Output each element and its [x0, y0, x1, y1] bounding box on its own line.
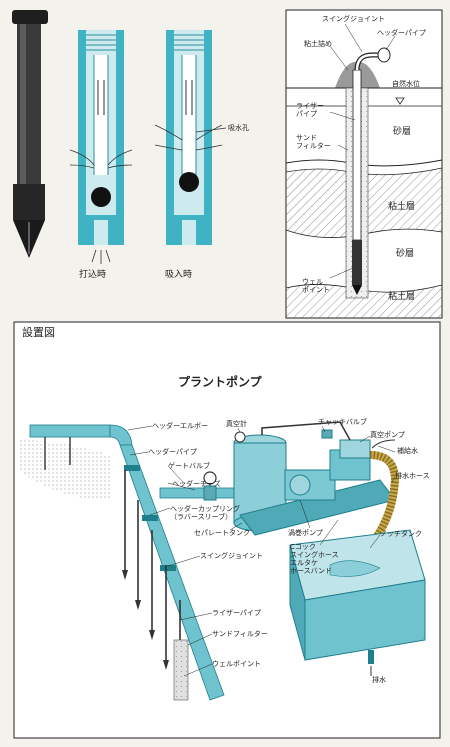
swing-joint-label: スイングジョイント: [322, 15, 385, 23]
install-heading: 設置図: [22, 326, 55, 339]
header-coupling-label: ヘッダーカップリング （ラバースリーブ）: [170, 505, 240, 521]
plant-pump-title: プラントポンプ: [178, 375, 262, 389]
volute-pump-label: 渦巻ポンプ: [288, 529, 323, 537]
sand-filter-install-label: サンドフィルター: [212, 630, 268, 638]
sand-filter-label: サンド フィルター: [296, 134, 331, 150]
separate-tank-label: セパレートタンク: [194, 529, 250, 537]
discharge-hose-label: 排水ホース: [395, 472, 430, 480]
suction-mode-section: [154, 30, 227, 245]
header-pipe-label: ヘッダーパイプ: [377, 29, 426, 37]
notch-tank: [289, 529, 426, 676]
drive-mode-section: [69, 30, 133, 264]
installation-frame: [13, 321, 441, 739]
vacuum-gauge-label: 真空計: [226, 420, 247, 428]
well-point-label: ウェル ポイント: [302, 278, 330, 294]
clay-layer-1-label: 粘土層: [388, 202, 416, 212]
well-point-install-label: ウェルポイント: [212, 660, 261, 668]
plant-pump-assembly: [233, 421, 400, 564]
sand-layer-2-label: 砂層: [396, 249, 415, 259]
water-supply-label: 補給水: [397, 447, 418, 455]
well-point-photo: [12, 10, 48, 258]
header-elbow-label: ヘッダーエルボー: [152, 422, 208, 430]
clay-layer-2-label: 粘土層: [388, 292, 416, 302]
gate-valve-label: ゲートバルブ: [168, 462, 210, 470]
water-level-label: 自然水位: [392, 80, 420, 88]
header-tee-label: ヘッダーチーズ: [172, 480, 221, 488]
drain-hole-label: 吸水孔: [228, 124, 249, 132]
header-pipe-install-label: ヘッダーパイプ: [148, 448, 197, 456]
install-header-pipe: [18, 424, 241, 701]
vacuum-pump-label: 真空ポンプ: [370, 431, 405, 439]
swing-joint-install-label: スイングジョイント: [200, 552, 263, 560]
notch-tank-label: ノッチタンク: [380, 530, 422, 538]
install-leader-lines: [127, 425, 396, 677]
clay-seal-label: 粘土詰め: [304, 40, 332, 48]
check-valve-label: チャッキバルブ: [318, 418, 367, 426]
drive-caption: 打込時: [79, 270, 107, 280]
drainage-label: 排水: [372, 676, 386, 684]
riser-pipe-label: ライザー パイプ: [296, 102, 324, 118]
sand-layer-1-label: 砂層: [393, 127, 412, 137]
suction-caption: 吸入時: [165, 270, 193, 280]
soil-section-frame: [285, 9, 443, 319]
riser-pipe-install-label: ライザーパイプ: [212, 609, 261, 617]
c-cock-label: Cコック スイングホース エルタケ ホースバンド: [290, 543, 339, 575]
